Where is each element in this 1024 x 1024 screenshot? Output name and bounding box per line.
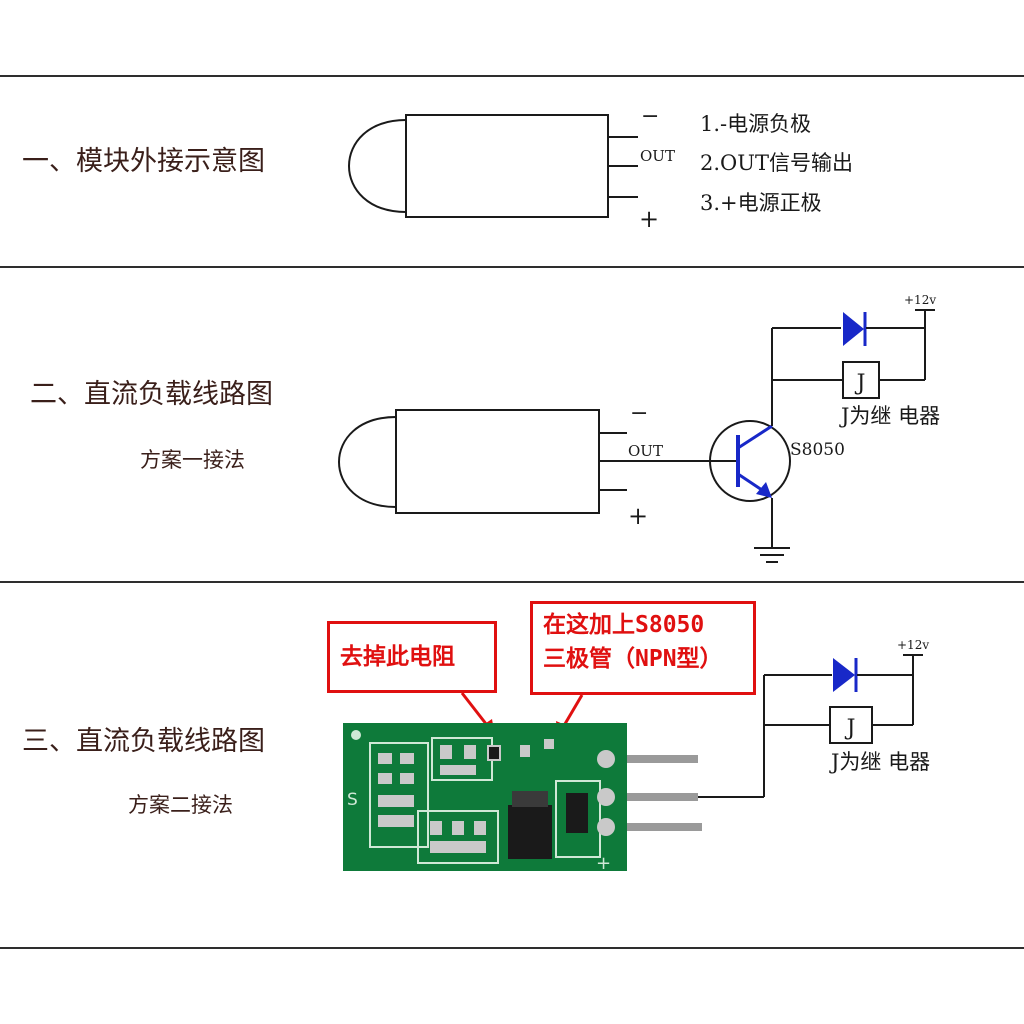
flyback-diode xyxy=(843,312,864,346)
smd-pad xyxy=(430,821,442,835)
smd-pad xyxy=(452,821,464,835)
smd-resistor-row xyxy=(430,841,486,853)
relay-note: J为继 电器 xyxy=(839,404,940,428)
relay-box xyxy=(829,706,873,744)
supply-label: +12v xyxy=(904,293,936,307)
smd-pad xyxy=(400,773,414,784)
module-wiring-diagram: − OUT + 1.-电源负极 2.OUT信号输出 3.+电源正极 xyxy=(348,104,853,233)
smd-resistor xyxy=(440,765,476,775)
silkscreen-right xyxy=(555,780,601,858)
smd-pad xyxy=(440,745,452,759)
resistor-to-remove xyxy=(487,745,501,761)
supply-label: +12v xyxy=(897,638,929,652)
section2-subtitle: 方案一接法 xyxy=(140,448,245,472)
panel-dc-load-scheme-1: 二、直流负载线路图 方案一接法 − OUT + S8050 +12v xyxy=(0,266,1024,583)
pin-minus-label: − xyxy=(630,401,648,426)
relay-label: J xyxy=(855,371,866,396)
transistor-footprint-pad xyxy=(544,739,554,749)
scheme-1-circuit: − OUT + S8050 +12v J J为继 电器 xyxy=(338,293,940,563)
collector-lead xyxy=(737,424,773,450)
smd-capacitor xyxy=(378,815,414,827)
module-body xyxy=(395,409,600,514)
regulator-tab xyxy=(512,791,548,807)
smd-pad xyxy=(474,821,486,835)
pin-plus-label: + xyxy=(639,205,659,233)
smd-pad xyxy=(464,745,476,759)
header-pin-2 xyxy=(620,793,698,801)
sot-component xyxy=(566,793,588,833)
sensor-dome xyxy=(348,119,407,213)
transistor-label: S8050 xyxy=(790,440,845,460)
relay-note: J为继 电器 xyxy=(829,750,930,774)
header-pin-3 xyxy=(620,823,702,831)
legend-item-1: 1.-电源负极 xyxy=(700,112,811,136)
pin-minus-label: − xyxy=(641,104,659,129)
header-hole-3 xyxy=(597,818,615,836)
panel-module-wiring: 一、模块外接示意图 − OUT + 1.-电源负极 2.OUT信号输出 3.+电… xyxy=(0,75,1024,268)
silkscreen-left xyxy=(369,742,429,848)
callout-remove-resistor: 去掉此电阻 xyxy=(327,621,497,693)
smd-pad xyxy=(520,745,530,757)
board-mark-plus: + xyxy=(596,853,611,874)
relay-box xyxy=(842,361,880,399)
panel-dc-load-scheme-2: 三、直流负载线路图 方案二接法 去掉此电阻 在这加上S8050 三极管（NPN型… xyxy=(0,581,1024,949)
callout-add-transistor: 在这加上S8050 三极管（NPN型） xyxy=(530,601,756,695)
header-hole-2 xyxy=(597,788,615,806)
smd-pad xyxy=(400,753,414,764)
sensor-dome xyxy=(338,416,397,508)
silkscreen-bottom xyxy=(417,810,499,864)
mounting-dot xyxy=(351,730,361,740)
smd-pad xyxy=(378,753,392,764)
section1-title: 一、模块外接示意图 xyxy=(22,146,265,177)
relay-label: J xyxy=(845,716,856,741)
legend-item-2: 2.OUT信号输出 xyxy=(700,151,853,175)
regulator-chip xyxy=(508,805,552,859)
board-mark-s: S xyxy=(347,790,358,810)
section3-title: 三、直流负载线路图 xyxy=(22,726,265,757)
flyback-diode xyxy=(833,658,855,692)
header-hole-1 xyxy=(597,750,615,768)
pin-out-label: OUT xyxy=(640,147,675,165)
header-pin-1 xyxy=(620,755,698,763)
module-body xyxy=(405,114,609,218)
emitter-arrow xyxy=(756,482,772,498)
section3-subtitle: 方案二接法 xyxy=(128,793,233,817)
pin-plus-label: + xyxy=(628,502,648,530)
smd-pad xyxy=(378,773,392,784)
pin-out-label: OUT xyxy=(628,442,663,460)
pcb-board: S + xyxy=(343,723,627,874)
smd-capacitor xyxy=(378,795,414,807)
section2-title: 二、直流负载线路图 xyxy=(30,379,273,410)
legend-item-3: 3.+电源正极 xyxy=(700,191,822,215)
scheme-2-board-photo: S + +12v J J为继 电器 xyxy=(343,638,930,874)
